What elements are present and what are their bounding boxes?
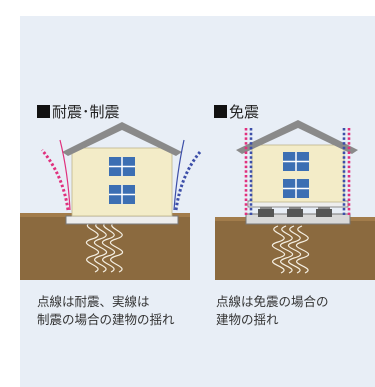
caption-left: 点線は耐震、実線は 制震の場合の建物の揺れ [37, 293, 175, 329]
left-illustration [20, 122, 202, 280]
right-roof [236, 120, 358, 154]
right-window-lower [283, 179, 309, 198]
right-illustration [215, 120, 375, 280]
right-ground [215, 217, 375, 280]
heading-text: 免震 [229, 103, 260, 121]
right-isolators [258, 206, 332, 217]
left-window-upper [109, 157, 135, 176]
caption-line: 点線は免震の場合の [216, 294, 329, 309]
heading-taishin-seishin: 耐震･制震 [37, 103, 120, 121]
right-window-upper [283, 152, 309, 171]
caption-line: 点線は耐震、実線は [37, 294, 150, 309]
left-blue-dotted-sway [174, 151, 202, 211]
right-ground-waves [271, 225, 310, 274]
caption-line: 制震の場合の建物の揺れ [37, 312, 175, 327]
left-pink-dotted-sway [40, 149, 70, 211]
left-window-lower [109, 185, 135, 204]
heading-menshin: 免震 [214, 103, 259, 121]
black-square-icon [37, 105, 50, 118]
caption-right: 点線は免震の場合の 建物の揺れ [216, 293, 329, 329]
left-roof [62, 122, 182, 156]
caption-line: 建物の揺れ [216, 312, 279, 327]
left-pink-solid-sway [59, 139, 71, 211]
left-ground-waves [85, 221, 124, 273]
heading-text: 耐震･制震 [52, 103, 120, 121]
left-foundation [65, 215, 179, 225]
black-square-icon [214, 105, 227, 118]
left-blue-solid-sway [173, 139, 185, 211]
